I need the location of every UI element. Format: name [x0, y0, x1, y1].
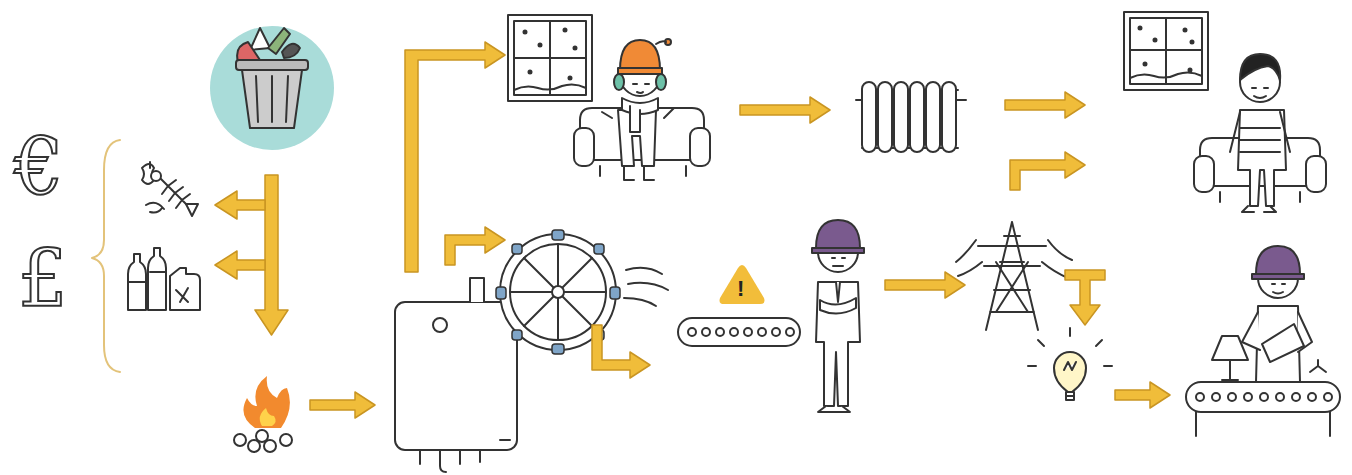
flow-arrow — [1005, 92, 1085, 118]
flow-arrow — [215, 251, 265, 279]
warning-mark: ! — [737, 278, 744, 300]
flow-arrow — [1065, 270, 1105, 325]
food-waste-icon — [142, 162, 198, 216]
flow-arrow — [215, 191, 265, 219]
flow-arrow — [1115, 382, 1170, 408]
power-pylon — [956, 222, 1072, 330]
flow-arrow — [592, 325, 650, 378]
trash-can-icon — [236, 28, 308, 128]
window-icon — [1124, 12, 1208, 90]
flow-arrow — [445, 227, 505, 265]
currency-symbol: £ — [18, 240, 68, 318]
turbine-wheel — [496, 230, 668, 354]
warning-sign — [720, 265, 765, 304]
boiler-unit — [395, 278, 517, 472]
radiator-icon — [856, 82, 966, 152]
factory-worker — [1186, 246, 1340, 436]
waste-circle — [210, 26, 334, 150]
fire-icon — [234, 376, 292, 452]
light-bulb — [1028, 328, 1112, 400]
window-icon — [508, 15, 592, 101]
currency-symbol: € — [14, 128, 64, 206]
flow-arrow — [310, 392, 375, 418]
flow-arrow — [740, 97, 830, 123]
engineer-figure — [812, 220, 864, 412]
cold-person — [574, 39, 710, 180]
flow-arrow — [885, 272, 965, 298]
flow-arrow — [255, 175, 288, 335]
conveyor-belt — [678, 318, 800, 346]
flow-arrow — [1010, 152, 1085, 190]
warm-person — [1194, 54, 1326, 212]
curly-bracket — [92, 140, 120, 372]
flow-arrow — [405, 42, 505, 272]
plastic-waste-icon — [128, 248, 200, 310]
